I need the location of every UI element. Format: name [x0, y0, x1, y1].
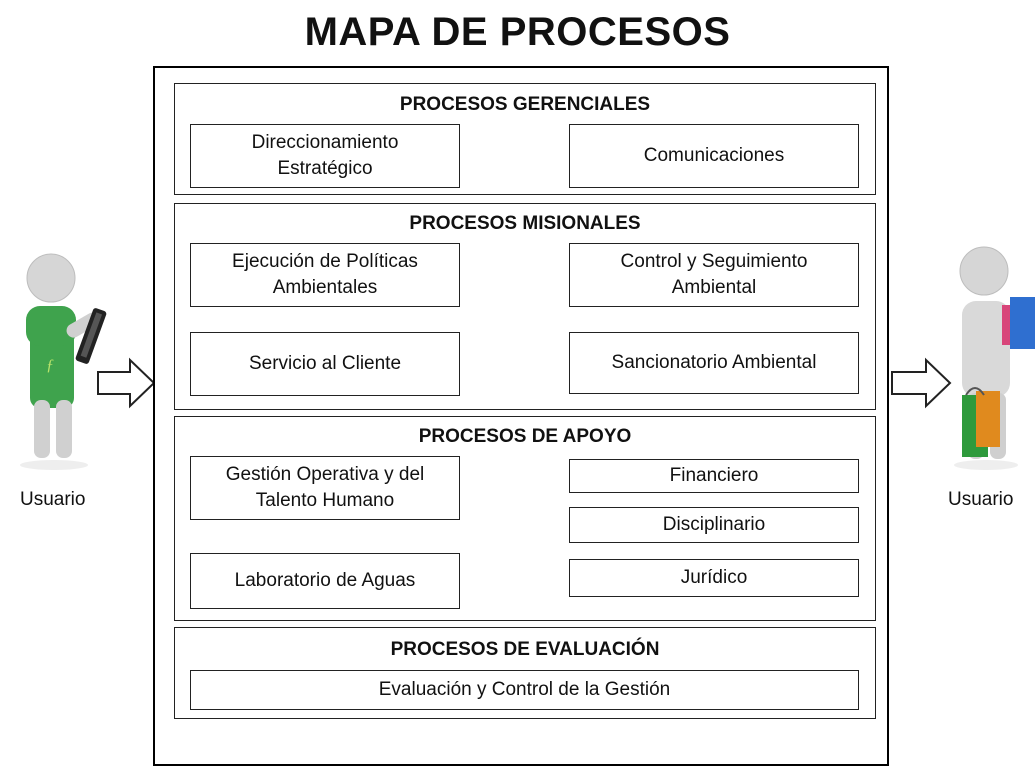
section-misionales: PROCESOS MISIONALES Ejecución de Polític…	[174, 203, 876, 410]
section-title-evaluacion: PROCESOS DE EVALUACIÓN	[390, 639, 660, 660]
process-box-juridico: Jurídico	[569, 559, 859, 597]
user-shopping-icon	[954, 246, 1035, 470]
process-box-comunicaciones: Comunicaciones	[569, 124, 859, 188]
process-box-control-seguimiento: Control y Seguimiento Ambiental	[569, 243, 859, 307]
output-arrow-icon	[891, 357, 952, 409]
section-title-misionales: PROCESOS MISIONALES	[409, 213, 641, 234]
section-apoyo: PROCESOS DE APOYO Gestión Operativa y de…	[174, 416, 876, 621]
section-title-gerenciales: PROCESOS GERENCIALES	[399, 94, 651, 115]
process-box-sancionatorio: Sancionatorio Ambiental	[569, 332, 859, 394]
process-box-evaluacion-control: Evaluación y Control de la Gestión	[190, 670, 859, 710]
process-box-gestion-operativa: Gestión Operativa y del Talento Humano	[190, 456, 460, 520]
process-box-laboratorio: Laboratorio de Aguas	[190, 553, 460, 609]
process-box-disciplinario: Disciplinario	[569, 507, 859, 543]
process-box-servicio-cliente: Servicio al Cliente	[190, 332, 460, 396]
process-box-direccionamiento: Direccionamiento Estratégico	[190, 124, 460, 188]
section-evaluacion: PROCESOS DE EVALUACIÓN Evaluación y Cont…	[174, 627, 876, 719]
process-box-ejecucion: Ejecución de Políticas Ambientales	[190, 243, 460, 307]
page-title: MAPA DE PROCESOS	[304, 10, 731, 54]
process-map-frame: PROCESOS GERENCIALES Direccionamiento Es…	[153, 66, 889, 766]
input-arrow-icon	[97, 357, 156, 409]
left-user-label: Usuario	[20, 489, 86, 510]
right-user-label: Usuario	[948, 489, 1014, 510]
user-phone-icon: ƒ	[20, 253, 107, 470]
section-title-apoyo: PROCESOS DE APOYO	[418, 426, 632, 447]
section-gerenciales: PROCESOS GERENCIALES Direccionamiento Es…	[174, 83, 876, 195]
process-box-financiero: Financiero	[569, 459, 859, 493]
svg-text:ƒ: ƒ	[46, 357, 54, 374]
